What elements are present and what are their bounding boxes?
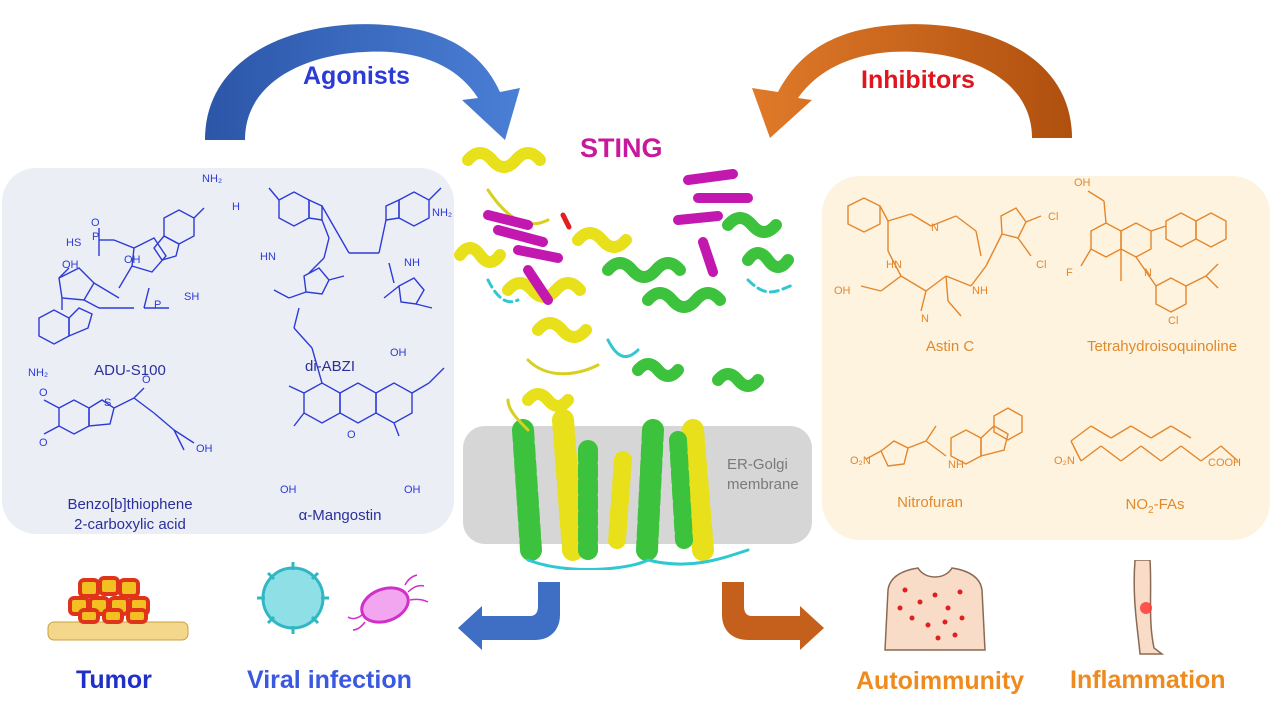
agonist-arrow: [205, 24, 520, 140]
caption-no2-fas: NO2-FAs: [1125, 496, 1185, 516]
svg-text:O: O: [347, 429, 356, 441]
svg-text:P: P: [154, 299, 161, 311]
agonist-structures: NH₂ HS O P SH OH OH P NH₂ H NH₂ HN NH S …: [28, 173, 452, 496]
svg-text:HS: HS: [66, 237, 81, 249]
svg-text:OH: OH: [280, 484, 297, 496]
membrane-label-2: membrane: [727, 476, 799, 493]
svg-text:P: P: [92, 231, 99, 243]
svg-text:H: H: [232, 201, 240, 213]
autoimmunity-body-icon: [884, 567, 986, 651]
caption-adu-s100: ADU-S100: [94, 362, 166, 379]
svg-text:O: O: [142, 374, 151, 386]
svg-text:O₂N: O₂N: [1054, 455, 1075, 467]
svg-text:OH: OH: [1074, 177, 1091, 189]
inhibitors-label: Inhibitors: [861, 66, 975, 94]
tumor-cells-icon: [47, 576, 189, 641]
svg-text:NH: NH: [972, 285, 988, 297]
svg-text:O₂N: O₂N: [850, 455, 871, 467]
label-inflammation: Inflammation: [1070, 666, 1226, 694]
membrane-label-1: ER-Golgi: [727, 456, 788, 473]
svg-text:NH₂: NH₂: [432, 207, 452, 219]
sting-title: STING: [580, 133, 663, 163]
inhibitor-arrow: [752, 24, 1072, 138]
svg-text:Cl: Cl: [1036, 259, 1046, 271]
inflammation-leg-icon: [1133, 560, 1165, 655]
disease-icons: [47, 560, 1165, 655]
svg-text:OH: OH: [404, 484, 421, 496]
bacterium-icon: [347, 574, 429, 631]
svg-text:S: S: [104, 397, 111, 409]
inhibitor-structures: Cl Cl N HN NH N OH OH F N Cl O₂N NH O₂N …: [834, 177, 1241, 471]
svg-text:HN: HN: [886, 259, 902, 271]
caption-mangostin: α-Mangostin: [298, 507, 382, 524]
svg-text:COOH: COOH: [1208, 457, 1241, 469]
caption-tetrahydroisoquinoline: Tetrahydroisoquinoline: [1086, 338, 1238, 355]
virus-icon: [257, 562, 329, 634]
svg-text:NH: NH: [404, 257, 420, 269]
agonists-panel: [2, 168, 454, 534]
svg-text:O: O: [39, 437, 48, 449]
caption-astin-c: Astin C: [925, 338, 975, 355]
sting-protein-structure: [454, 147, 795, 570]
svg-text:F: F: [1066, 267, 1073, 279]
svg-text:O: O: [91, 217, 100, 229]
caption-di-abzi: di-ABZI: [304, 358, 355, 375]
svg-text:OH: OH: [62, 259, 79, 271]
svg-text:N: N: [931, 222, 939, 234]
svg-text:HN: HN: [260, 251, 276, 263]
svg-text:NH₂: NH₂: [202, 173, 222, 185]
svg-text:NH₂: NH₂: [28, 367, 48, 379]
svg-text:OH: OH: [196, 443, 213, 455]
label-autoimmunity: Autoimmunity: [856, 667, 1025, 695]
autoimmunity-arrow: [722, 582, 824, 650]
svg-text:NH: NH: [948, 459, 964, 471]
agonists-label: Agonists: [303, 62, 410, 90]
caption-benzothiophene-1: Benzo[b]thiophene: [67, 496, 193, 513]
label-tumor: Tumor: [76, 666, 152, 694]
svg-text:Cl: Cl: [1048, 211, 1058, 223]
caption-nitrofuran: Nitrofuran: [897, 494, 963, 511]
caption-benzothiophene-2: 2-carboxylic acid: [74, 516, 186, 533]
svg-text:OH: OH: [834, 285, 851, 297]
svg-text:Cl: Cl: [1168, 315, 1178, 327]
svg-text:N: N: [1144, 267, 1152, 279]
svg-text:N: N: [921, 313, 929, 325]
tumor-arrow: [458, 582, 560, 650]
svg-text:O: O: [39, 387, 48, 399]
label-viral-infection: Viral infection: [247, 666, 412, 694]
svg-text:OH: OH: [124, 254, 141, 266]
svg-text:OH: OH: [390, 347, 407, 359]
svg-text:SH: SH: [184, 291, 199, 303]
